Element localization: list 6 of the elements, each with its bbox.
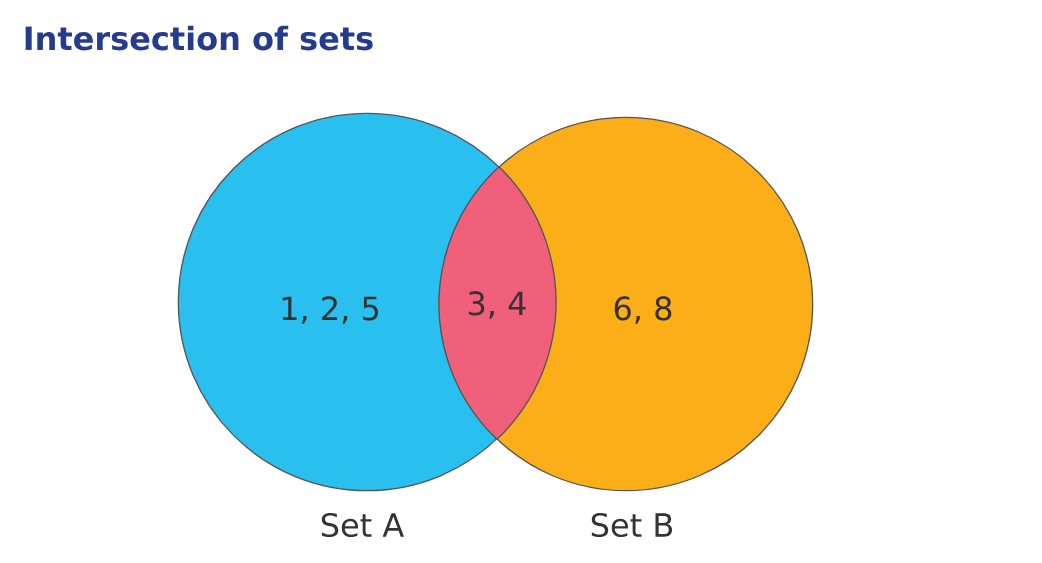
- set-element-label: 1, 2, 5: [282, 296, 379, 324]
- title: Intersection of sets: [25, 25, 373, 51]
- set-element-label: 6, 8: [614, 296, 672, 324]
- set-element-label: 3, 4: [468, 291, 526, 319]
- set-name: Set A: [321, 512, 404, 538]
- set-name: Set B: [591, 512, 673, 538]
